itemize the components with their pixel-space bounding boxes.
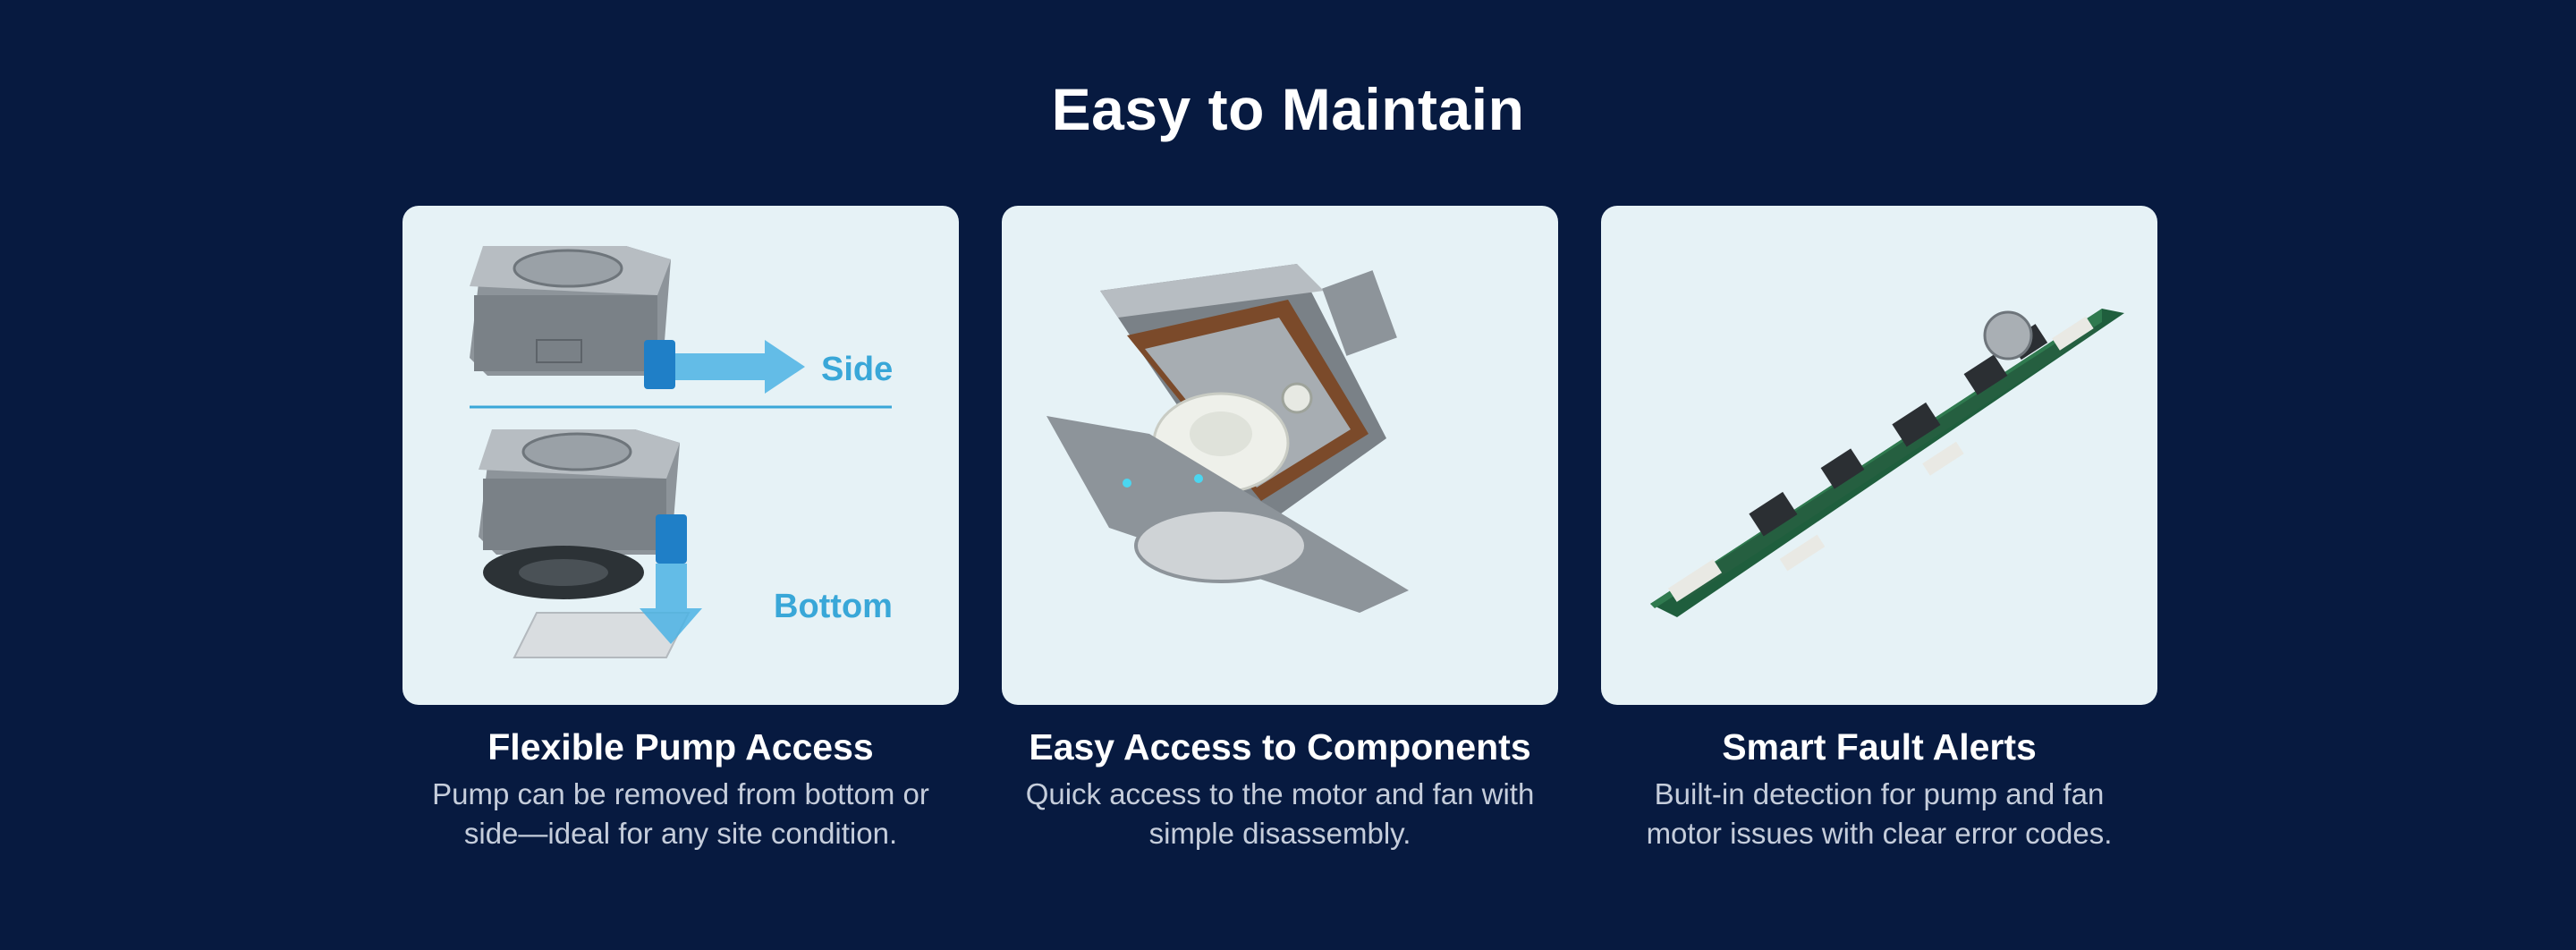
pump-access-description: Pump can be removed from bottom or side—…: [368, 775, 994, 853]
fault-alerts-caption: Smart Fault Alerts Built-in detection fo…: [1566, 725, 2192, 853]
base-plate-illustration: [1046, 416, 1409, 613]
components-desc-line2: simple disassembly.: [1148, 817, 1411, 850]
fault-alerts-desc-line2: motor issues with clear error codes.: [1646, 817, 2113, 850]
pump-access-heading: Flexible Pump Access: [487, 726, 874, 768]
components-desc-line1: Quick access to the motor and fan with: [1025, 777, 1535, 810]
components-caption: Easy Access to Components Quick access t…: [967, 725, 1593, 853]
components-heading: Easy Access to Components: [1029, 726, 1531, 768]
pump-access-card: Side Bottom: [402, 206, 959, 705]
components-card: [1002, 206, 1558, 705]
pump-access-desc-line2: side—ideal for any site condition.: [463, 817, 898, 850]
components-description: Quick access to the motor and fan with s…: [967, 775, 1593, 853]
fault-alerts-description: Built-in detection for pump and fan moto…: [1566, 775, 2192, 853]
pump-access-desc-line1: Pump can be removed from bottom or: [432, 777, 929, 810]
fault-alerts-heading: Smart Fault Alerts: [1722, 726, 2037, 768]
pump-access-illustration: Side Bottom: [470, 246, 893, 658]
fault-alerts-card: [1601, 206, 2157, 705]
circuit-board-illustration: [1650, 309, 2124, 617]
fault-alerts-desc-line1: Built-in detection for pump and fan: [1654, 777, 2105, 810]
bottom-unit-illustration: [479, 429, 702, 658]
bottom-label: Bottom: [774, 588, 893, 625]
side-label: Side: [821, 351, 893, 388]
pump-access-caption: Flexible Pump Access Pump can be removed…: [368, 725, 994, 853]
page-title: Easy to Maintain: [1051, 76, 1525, 142]
top-unit-illustration: [470, 246, 805, 394]
motor-fan-illustration: [1046, 264, 1409, 613]
